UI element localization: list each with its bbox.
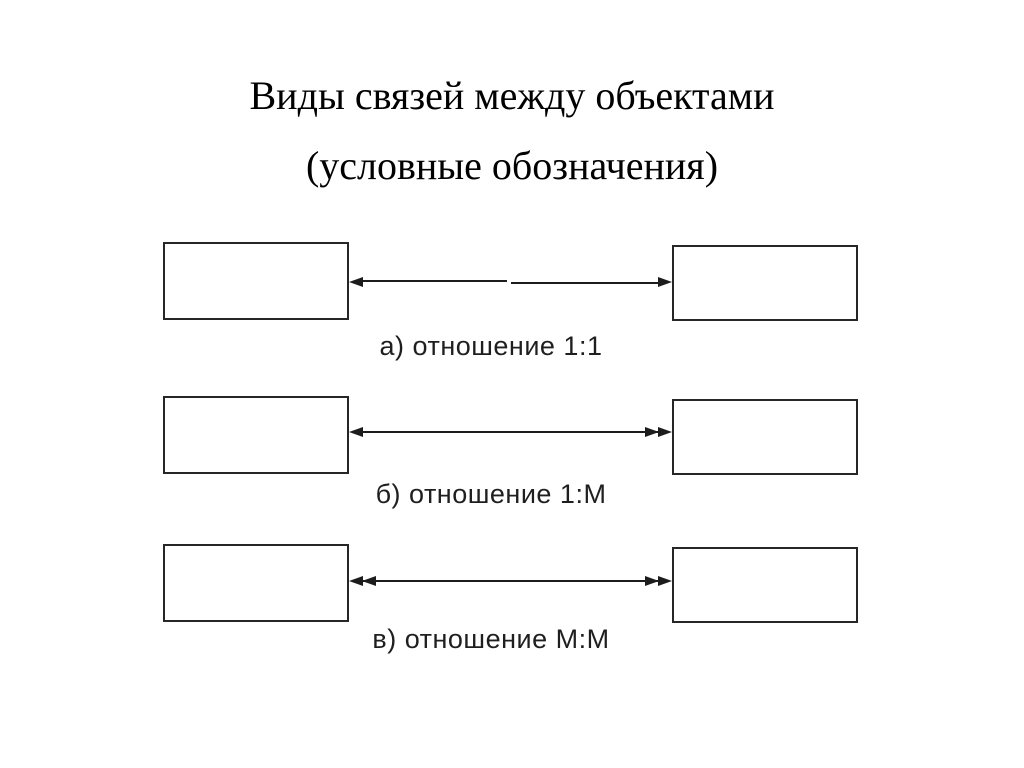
- relation-label: а) отношение 1:1: [379, 331, 603, 361]
- entity-box-left: [163, 396, 349, 474]
- entity-box-left: [163, 242, 349, 320]
- entity-box-right: [672, 547, 858, 623]
- arrowhead-right-icon: [658, 277, 672, 287]
- connector-line: [355, 280, 507, 282]
- slide-title: Виды связей между объектами: [249, 73, 775, 118]
- arrowhead-right-icon: [658, 576, 672, 586]
- connector-line: [511, 282, 666, 284]
- arrowhead-left-icon: [349, 277, 363, 287]
- relation-label: в) отношение М:М: [372, 624, 610, 654]
- slide-subtitle: (условные обозначения): [305, 143, 719, 188]
- entity-box-left: [163, 544, 349, 622]
- connector-line: [355, 431, 666, 433]
- arrowhead-left-icon: [349, 427, 363, 437]
- arrowhead-left-icon: [362, 576, 376, 586]
- connector: [349, 427, 672, 437]
- connector-line: [355, 580, 666, 582]
- entity-box-right: [672, 399, 858, 475]
- connector: [349, 277, 672, 287]
- connector: [349, 576, 672, 586]
- arrowhead-right-icon: [645, 576, 659, 586]
- entity-box-right: [672, 245, 858, 321]
- relation-label: б) отношение 1:М: [375, 479, 607, 509]
- arrowhead-right-icon: [658, 427, 672, 437]
- arrowhead-right-icon: [645, 427, 659, 437]
- arrowhead-left-icon: [349, 576, 363, 586]
